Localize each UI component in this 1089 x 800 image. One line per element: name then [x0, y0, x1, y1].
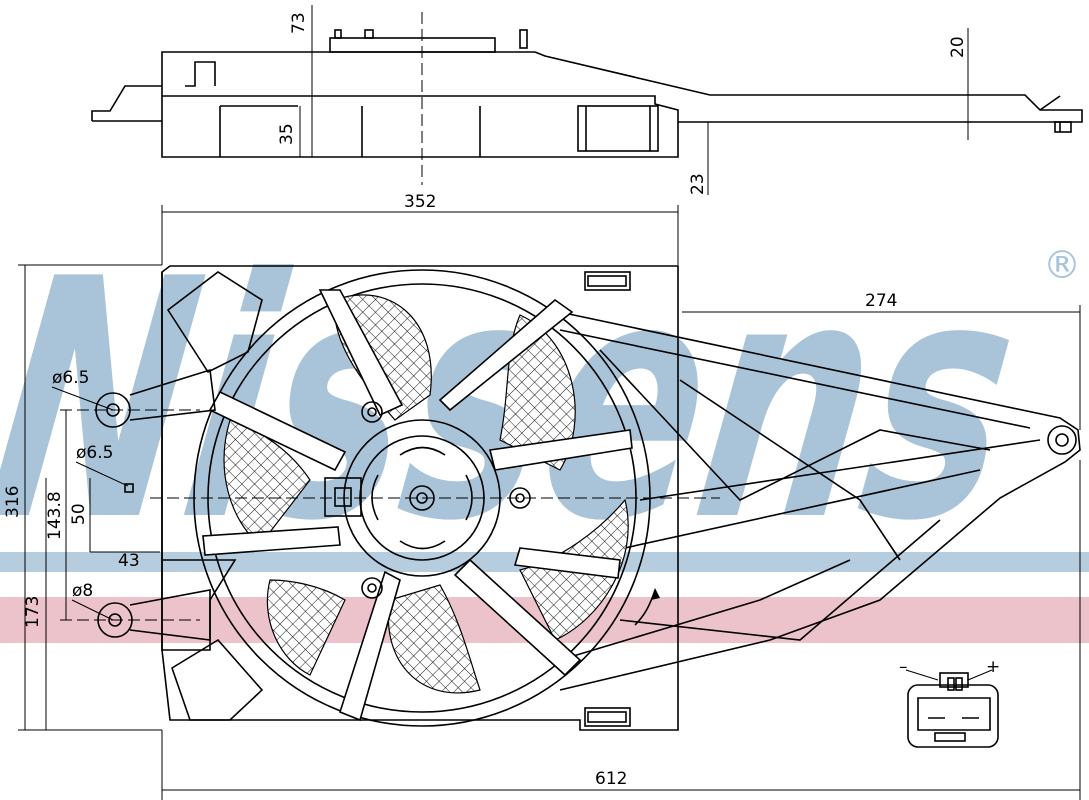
dim-hole-b: ø6.5: [76, 443, 113, 463]
dim-depth-35: 35: [277, 123, 297, 145]
side-view: 73 35 23 20: [91, 5, 1083, 195]
dim-top-height: 73: [289, 12, 309, 34]
dim-hole-c: ø8: [72, 581, 93, 601]
dim-width-352: 352: [404, 192, 436, 212]
dim-overall-612: 612: [595, 769, 627, 789]
mounting-arm: 274: [549, 291, 1081, 691]
registered-mark: ®: [1043, 243, 1081, 287]
dim-arm-274: 274: [865, 291, 897, 311]
connector-plus: +: [986, 657, 1000, 677]
dim-right-offset: 20: [948, 36, 968, 58]
dim-hole-a: ø6.5: [52, 368, 89, 388]
connector-minus: –: [899, 657, 908, 677]
left-dimensions: 316 173 143.8 50 43 ø6.5 ø6.5 ø8: [3, 264, 162, 731]
dim-height-50: 50: [69, 503, 89, 525]
dim-height-143-8: 143.8: [45, 491, 65, 540]
dim-height-316: 316: [3, 486, 23, 518]
left-brackets: [60, 368, 720, 641]
fan: [193, 269, 660, 727]
connector-icon: – +: [899, 657, 1000, 748]
dim-offset-43: 43: [118, 551, 140, 571]
dim-height-173: 173: [23, 596, 43, 628]
dim-depth-23: 23: [688, 173, 708, 195]
